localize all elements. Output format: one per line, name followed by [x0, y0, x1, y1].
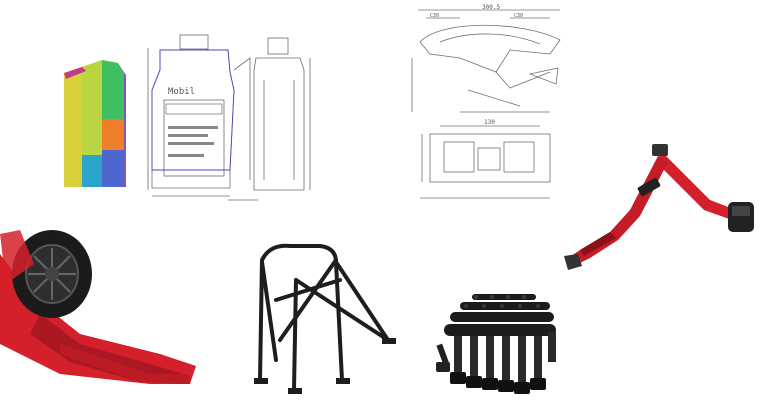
caliper-lower-width-label: 130: [484, 119, 495, 126]
roll-cage: [254, 243, 396, 394]
tire-with-red-strap: [0, 230, 196, 384]
bottle-drawing-brand-label: Mobil: [168, 87, 195, 97]
oil-bottle-technical-drawing: Mobil: [147, 34, 311, 201]
red-seat-belt: [564, 144, 754, 270]
caliper-dim-label-2: C30: [514, 13, 523, 19]
brake-caliper-technical-drawing: 300.5 C30 C30 130: [411, 4, 561, 199]
oil-bottle-cad-model: [64, 60, 126, 187]
caliper-dim-label-1: C30: [430, 13, 439, 19]
caliper-width-label: 300.5: [482, 4, 500, 11]
lug-nuts-set: [436, 294, 556, 394]
